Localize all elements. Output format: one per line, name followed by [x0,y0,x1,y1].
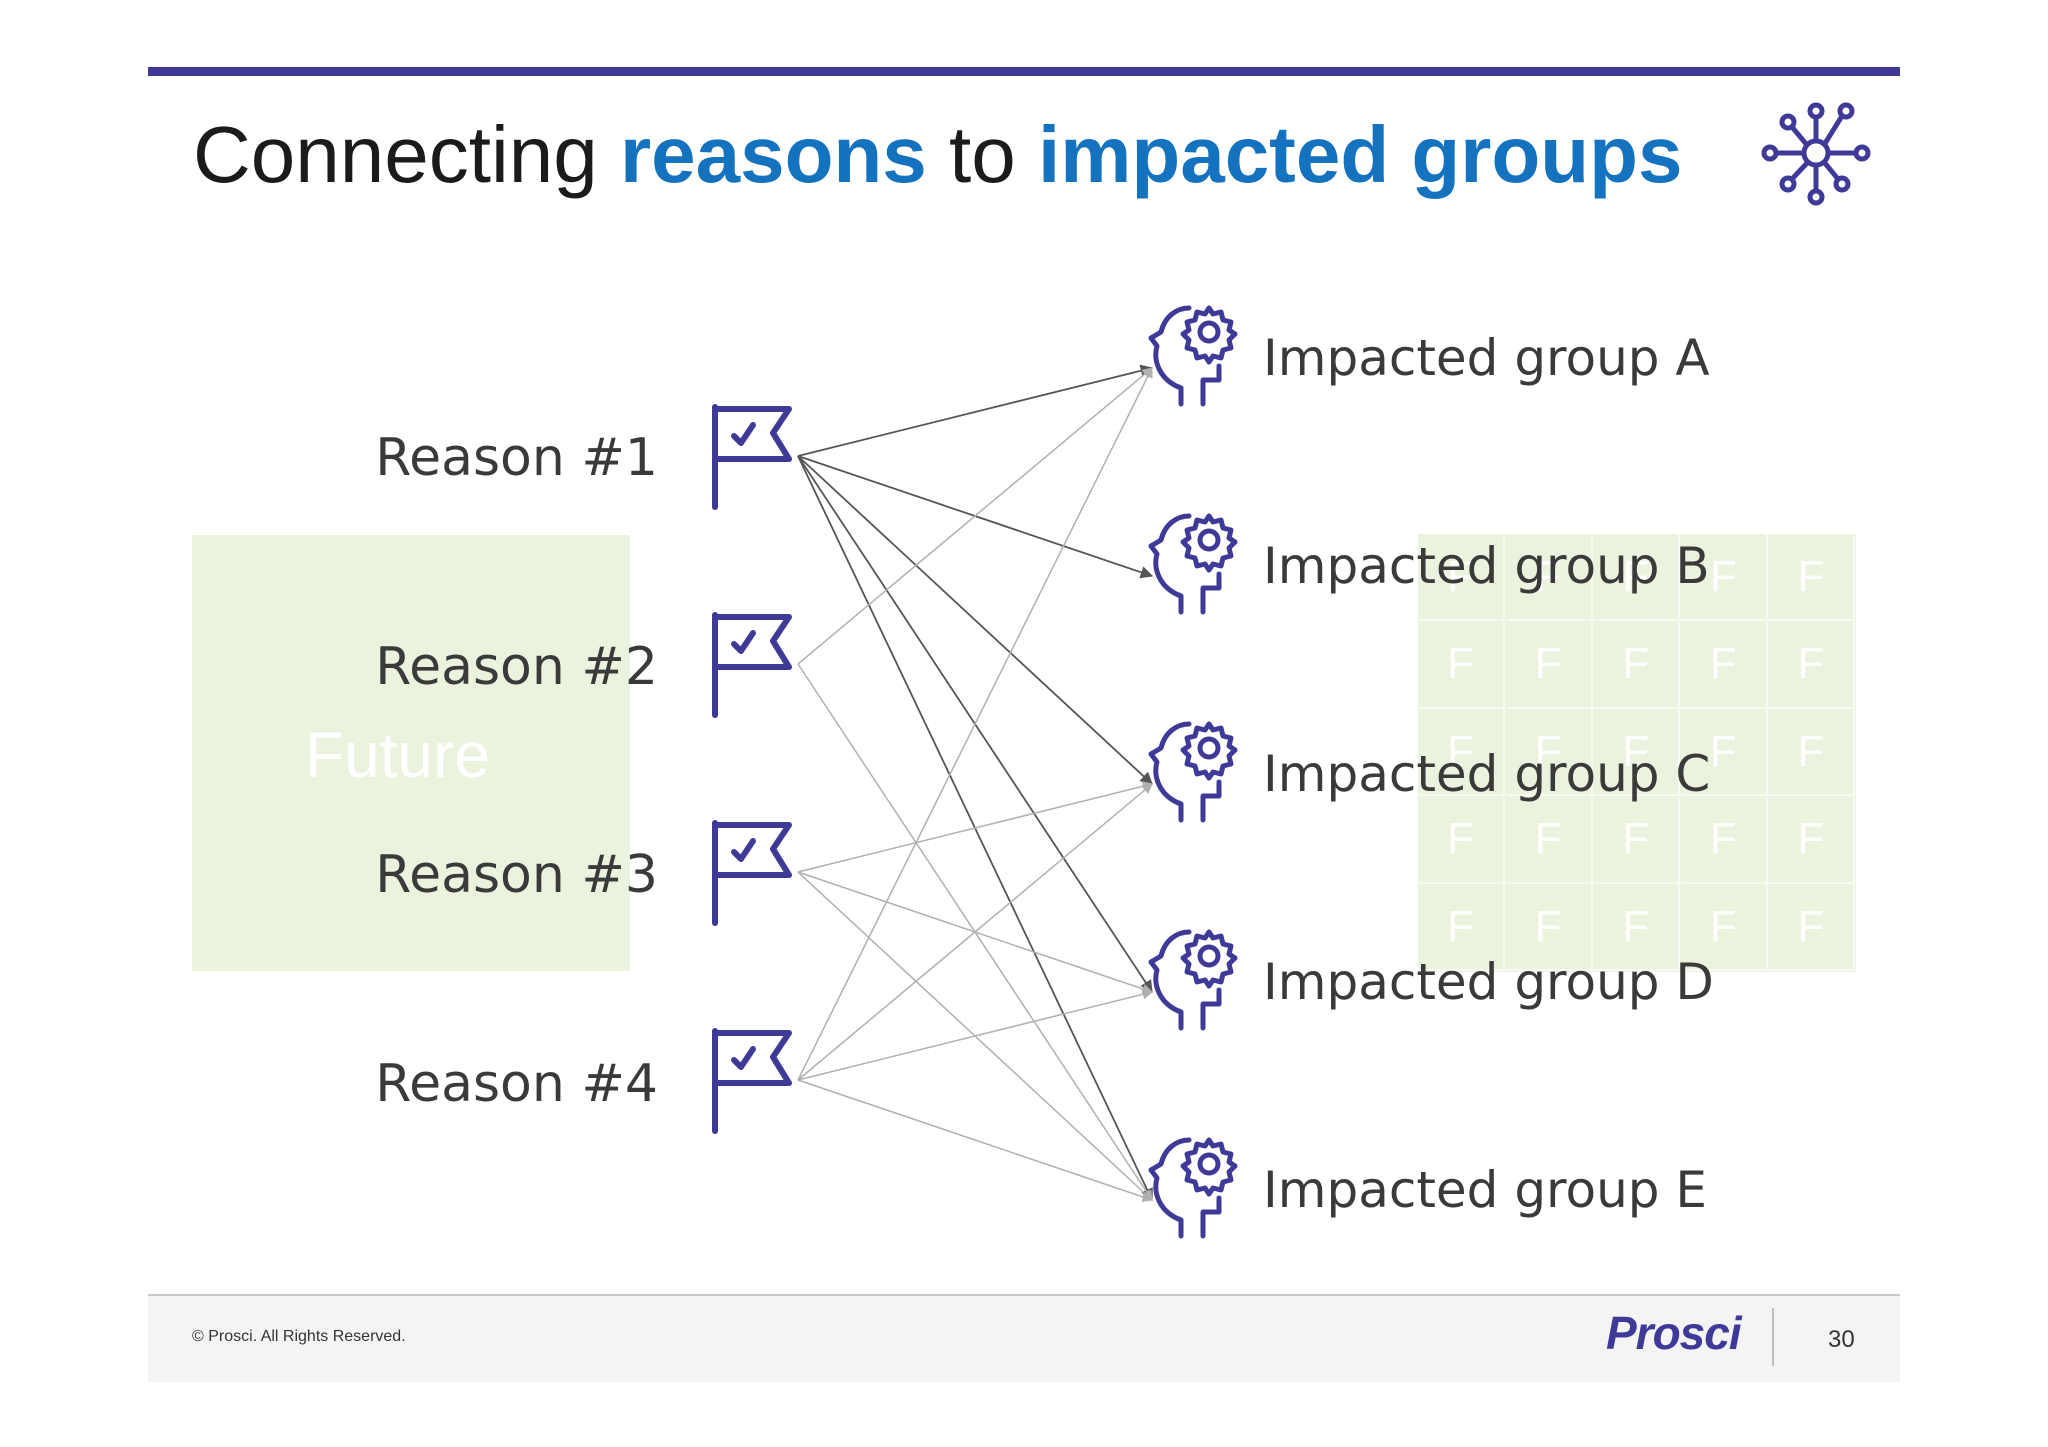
top-rule [148,67,1900,76]
f-grid-cell: F [1418,884,1505,972]
f-grid-cell: F [1680,621,1768,709]
slide-title: Connecting reasons to impacted groups [193,100,1683,210]
reason-label-1: Reason #1 [375,428,658,488]
future-panel [192,535,630,971]
group-label-e: Impacted group E [1263,1161,1708,1219]
f-grid-cell: F [1768,709,1856,797]
connection-arrow [797,367,1153,1081]
connection-arrow [797,1079,1153,1202]
f-grid-cell: F [1768,884,1856,972]
f-grid-cell: F [1593,709,1681,797]
footer-divider [1772,1308,1774,1366]
connection-arrow [797,367,1153,665]
f-grid-cell: F [1418,796,1505,884]
f-grid-cell: F [1593,621,1681,709]
f-grid-cell: F [1505,621,1593,709]
connection-arrow [797,455,1153,785]
flag-check-icon [712,404,792,510]
group-label-d: Impacted group D [1263,953,1714,1011]
f-grid-cell: F [1505,796,1593,884]
f-grid-cell: F [1418,621,1505,709]
head-gear-icon [1148,513,1238,615]
f-grid-cell: F [1680,884,1768,972]
reason-label-3: Reason #3 [375,845,658,905]
flag-check-icon [712,1028,792,1134]
network-hub-icon [1761,102,1871,206]
f-grid-cell: F [1593,796,1681,884]
f-grid-cell: F [1768,534,1856,621]
f-grid-cell: F [1593,884,1681,972]
group-label-b: Impacted group B [1263,537,1710,595]
copyright-text: © Prosci. All Rights Reserved. [192,1328,406,1345]
f-grid-cell: F [1418,534,1505,621]
title-part-1: Connecting [193,110,620,199]
head-gear-icon [1148,721,1238,823]
f-grid-cell: F [1593,534,1681,621]
f-grid-cell: F [1418,709,1505,797]
title-part-3: to [926,110,1038,199]
title-part-2: reasons [619,110,927,199]
f-grid-cell: F [1505,534,1593,621]
title-part-4: impacted groups [1037,110,1683,199]
flag-check-icon [712,612,792,718]
f-grid-cell: F [1680,534,1768,621]
connection-arrow [797,989,1154,1081]
f-grid-cell: F [1680,796,1768,884]
connection-arrow [797,364,1154,457]
head-gear-icon [1148,929,1238,1031]
group-label-c: Impacted group C [1263,745,1711,803]
f-grid-cell: F [1680,709,1768,797]
reason-label-4: Reason #4 [375,1054,658,1114]
f-grid-cell: F [1505,884,1593,972]
connection-arrow [797,781,1154,873]
f-grid-cell: F [1768,796,1856,884]
footer-bar [148,1294,1900,1382]
future-panel-label: Future [305,719,490,791]
brand-logo: Prosci [1606,1307,1742,1359]
reason-label-2: Reason #2 [375,637,658,697]
connection-arrow [797,783,1153,1081]
group-label-a: Impacted group A [1263,329,1710,387]
head-gear-icon [1148,1137,1238,1239]
f-grid-cell: F [1768,621,1856,709]
head-gear-icon [1148,305,1238,407]
f-grid-cell: F [1505,709,1593,797]
page-number: 30 [1828,1326,1855,1353]
flag-check-icon [712,820,792,926]
